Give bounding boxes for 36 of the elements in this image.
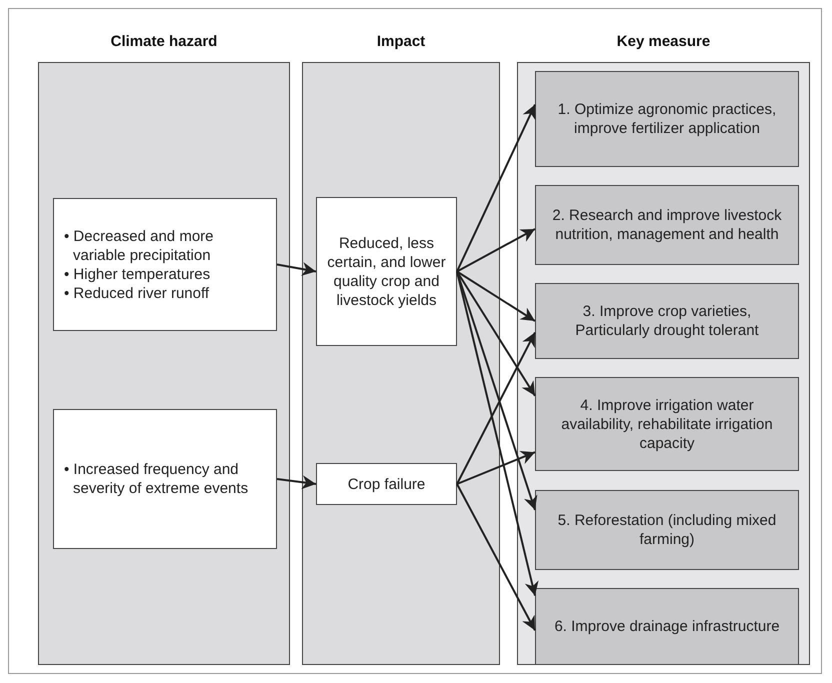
impact-box bbox=[316, 197, 457, 346]
bullet-text: • Higher temperatures bbox=[64, 264, 212, 284]
arrow bbox=[456, 104, 536, 272]
measure-box bbox=[535, 588, 799, 665]
arrow bbox=[456, 271, 539, 596]
box-text: Reduced, less certain, and lower quality crop and livestock yields bbox=[327, 234, 446, 310]
arrow bbox=[456, 484, 536, 631]
measure-box bbox=[535, 490, 799, 570]
bullet-text: • Increased frequency and severity of extreme events bbox=[64, 460, 250, 498]
box-text: Crop failure bbox=[346, 474, 426, 494]
column-heading: Impact bbox=[376, 33, 426, 50]
impact-box bbox=[316, 463, 457, 505]
bullet-text: • Decreased and more variable precipitation bbox=[64, 226, 214, 264]
arrow bbox=[456, 332, 536, 484]
hazard-box bbox=[53, 198, 277, 331]
box-text: 1. Optimize agronomic practices, improve fertilizer application bbox=[556, 100, 778, 138]
arrow bbox=[456, 271, 538, 510]
arrow bbox=[276, 262, 316, 276]
arrow bbox=[456, 451, 536, 485]
arrow bbox=[276, 475, 316, 490]
bullet-text: • Reduced river runoff bbox=[64, 284, 210, 302]
measure-box bbox=[535, 71, 799, 167]
box-text: 2. Research and improve livestock nutrition, management and health bbox=[551, 206, 783, 244]
column-heading: Key measure bbox=[616, 33, 712, 50]
box-text: 4. Improve irrigation water availability, rehabilitate irrigation capacity bbox=[560, 396, 774, 452]
arrow bbox=[456, 228, 536, 272]
box-text: 6. Improve drainage infrastructure bbox=[553, 617, 781, 636]
arrow bbox=[456, 270, 536, 322]
box-text: 5. Reforestation (including mixed farming) bbox=[556, 511, 778, 549]
measure-box bbox=[535, 283, 799, 359]
box-text: 3. Improve crop varieties, Particularly drought tolerant bbox=[574, 302, 760, 340]
column-heading: Climate hazard bbox=[110, 33, 218, 50]
hazard-box bbox=[53, 409, 277, 549]
arrow bbox=[456, 270, 536, 396]
measure-box bbox=[535, 185, 799, 265]
measure-box bbox=[535, 377, 799, 471]
